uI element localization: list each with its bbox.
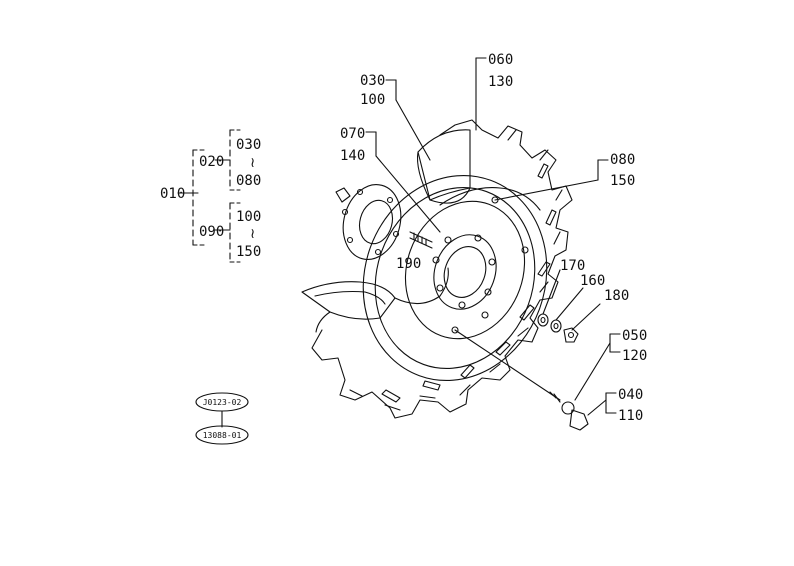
reference-tags bbox=[195, 392, 249, 445]
washer-170 bbox=[537, 313, 549, 327]
callout-160: 160 bbox=[580, 273, 605, 289]
callout-070: 070 bbox=[340, 126, 365, 142]
callout-040: 040 bbox=[618, 387, 643, 403]
tree-bracket bbox=[177, 129, 241, 263]
callout-140: 140 bbox=[340, 148, 365, 164]
bolt-050 bbox=[454, 329, 575, 415]
callout-050: 050 bbox=[622, 328, 647, 344]
lower-rim-section bbox=[301, 267, 449, 333]
callout-030: 030 bbox=[360, 73, 385, 89]
leader-lines bbox=[365, 57, 621, 416]
label-090-from: 100 bbox=[236, 209, 261, 225]
callout-170: 170 bbox=[560, 258, 585, 274]
callout-080: 080 bbox=[610, 152, 635, 168]
callout-150: 150 bbox=[610, 173, 635, 189]
label-020-sep: ≀ bbox=[250, 155, 255, 171]
nut-040 bbox=[569, 409, 589, 431]
callout-130: 130 bbox=[488, 74, 513, 90]
callout-110: 110 bbox=[618, 408, 643, 424]
nut-180 bbox=[563, 327, 579, 343]
wheel-assembly bbox=[311, 119, 573, 419]
label-020-to: 080 bbox=[236, 173, 261, 189]
label-020: 020 bbox=[199, 154, 224, 170]
callout-100: 100 bbox=[360, 92, 385, 108]
callout-120: 120 bbox=[622, 348, 647, 364]
upper-rim-section bbox=[416, 129, 541, 211]
callout-060: 060 bbox=[488, 52, 513, 68]
tag-j0123: J0123-02 bbox=[203, 398, 242, 407]
label-010: 010 bbox=[160, 186, 185, 202]
stud-190 bbox=[409, 231, 433, 249]
callout-190: 190 bbox=[396, 256, 421, 272]
label-090-sep: ≀ bbox=[250, 226, 255, 242]
washer-160 bbox=[550, 319, 562, 333]
label-090: 090 bbox=[199, 224, 224, 240]
label-020-from: 030 bbox=[236, 137, 261, 153]
callout-180: 180 bbox=[604, 288, 629, 304]
label-090-to: 150 bbox=[236, 244, 261, 260]
tag-13088: 13088-01 bbox=[203, 431, 242, 440]
hub-plate bbox=[335, 184, 402, 260]
